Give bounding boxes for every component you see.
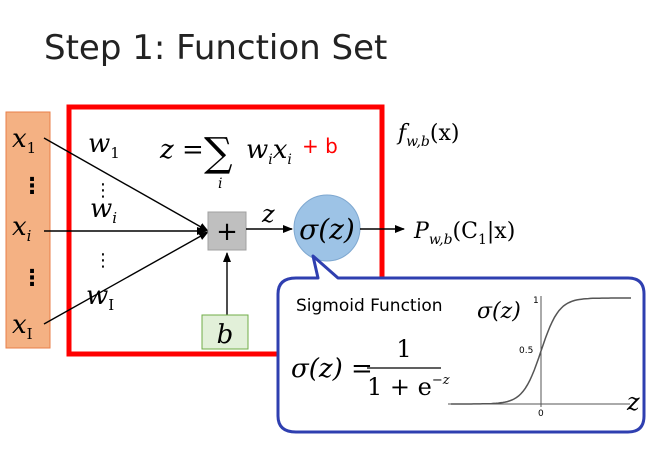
plot-z-axis-label: z (626, 388, 640, 416)
sigmoid-formula-lhs: σ(z) = (291, 354, 373, 384)
equation-term: wixi (246, 135, 292, 168)
weight-w1-label: w1 (88, 129, 120, 162)
plot-tick-05: 0.5 (519, 346, 533, 356)
weight-wi-label: wi (90, 194, 117, 227)
input-x1-label: x1 (12, 124, 36, 157)
sigmoid-node-label: σ(z) (299, 213, 355, 246)
sigmoid-curve (451, 297, 631, 405)
sigmoid-node (293, 194, 361, 262)
adder-symbol: + (216, 217, 238, 247)
plot-tick-1: 1 (533, 296, 539, 306)
sum-symbol: ∑ (204, 130, 233, 176)
sigmoid-denominator: 1 + e−z (367, 373, 450, 401)
input-column (5, 111, 51, 349)
slide-title: Step 1: Function Set (44, 28, 388, 68)
sigmoid-numerator: 1 (396, 335, 411, 363)
plot-tick-0: 0 (538, 409, 544, 419)
output-label: Pw,b(C1|x) (413, 219, 515, 248)
weight-dots-top: ⋮ (94, 180, 112, 201)
bias-label: b (217, 320, 234, 350)
function-label: fw,b(x) (396, 121, 459, 150)
equation-bias-term: + b (302, 134, 338, 158)
edge-x1 (43, 137, 209, 232)
equation-lhs: z = (159, 135, 204, 165)
plot-sigma-label: σ(z) (477, 299, 521, 324)
adder-node (207, 211, 247, 251)
input-dots-bottom: ⋮ (21, 266, 43, 291)
bias-node (201, 314, 249, 350)
input-xi-label: xi (12, 212, 32, 245)
sum-index: i (218, 176, 222, 192)
sigmoid-callout (276, 254, 646, 434)
weight-dots-bottom: ⋮ (94, 250, 112, 271)
z-label: z (261, 200, 275, 228)
weight-wI-label: wI (86, 281, 114, 314)
callout-title: Sigmoid Function (296, 296, 443, 316)
input-xI-label: xI (12, 310, 33, 343)
edge-xI (43, 231, 209, 325)
input-dots-top: ⋮ (21, 174, 43, 199)
